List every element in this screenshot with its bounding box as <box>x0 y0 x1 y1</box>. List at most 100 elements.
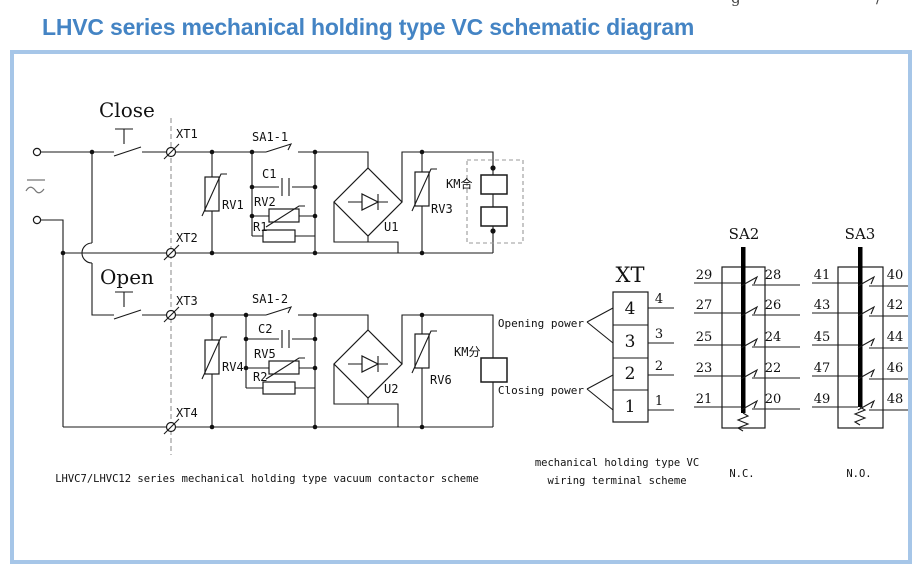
xt2-label: XT2 <box>176 231 198 245</box>
rv3-label: RV3 <box>431 202 453 216</box>
sa2-terminal-number: 22 <box>765 361 782 376</box>
sa2-terminal-number: 21 <box>696 392 713 407</box>
sa3-terminal-number: 40 <box>887 268 904 283</box>
xt-terminal-block: XT 4 3 2 1 4 3 2 1 Opening power Closing… <box>498 263 674 423</box>
closing-power-label: Closing power <box>498 384 584 397</box>
ac-power-source <box>25 147 45 225</box>
varistor-rv6 <box>411 330 437 374</box>
sa2-terminal-number: 26 <box>765 298 782 313</box>
opening-power-label: Opening power <box>498 317 584 330</box>
sa1-2-label: SA1-2 <box>252 292 288 306</box>
resistor-r1 <box>262 229 296 243</box>
sa3-contact-group: SA3 41 40 43 42 45 44 47 46 49 48 N.O. <box>812 225 908 480</box>
sa3-terminal-number: 44 <box>887 330 904 345</box>
sa3-terminal-number: 41 <box>814 268 831 283</box>
varistor-rv2 <box>265 205 305 228</box>
sa2-terminal-number: 24 <box>765 330 782 345</box>
closing-power-fork <box>586 374 614 411</box>
cropped-text-fragment: g <box>731 0 745 9</box>
xt1-label: XT1 <box>176 127 198 141</box>
cropped-text-fragment: / <box>876 0 890 9</box>
ac-source-icon <box>25 179 45 194</box>
input-terminal-bottom <box>32 215 42 225</box>
sa2-terminal-number: 28 <box>765 268 782 283</box>
junction-dots <box>60 149 425 430</box>
xt-stub-label: 1 <box>655 394 663 409</box>
xt-block-title: XT <box>616 263 645 287</box>
sa3-terminal-number: 46 <box>887 361 904 376</box>
terminal-scheme-caption-line1: mechanical holding type VC <box>535 457 699 469</box>
xt-cell: 2 <box>625 364 636 384</box>
close-label: Close <box>99 98 155 122</box>
km-close-coil <box>466 159 524 244</box>
sa2-spring-icon <box>736 412 750 432</box>
diode-icon <box>361 355 380 373</box>
rv6-label: RV6 <box>430 373 452 387</box>
sa3-terminal-number: 49 <box>814 392 831 407</box>
capacitor-c1 <box>281 178 290 196</box>
sa3-rows <box>812 275 908 411</box>
sa3-spring-icon <box>853 406 867 426</box>
sa3-actuator-bar <box>858 247 863 407</box>
xt-cell: 1 <box>625 397 636 417</box>
sa2-caption: N.C. <box>729 468 754 480</box>
xt-stub-label: 2 <box>655 359 663 374</box>
opening-power-fork <box>586 307 614 344</box>
rv4-label: RV4 <box>222 360 244 374</box>
xt-stub-label: 4 <box>655 292 663 307</box>
resistor-r2 <box>262 381 296 395</box>
sa2-actuator-bar <box>741 247 746 413</box>
c2-label: C2 <box>258 322 272 336</box>
sa2-terminal-number: 29 <box>696 268 713 283</box>
open-label: Open <box>100 265 154 289</box>
km-open-label: KM分 <box>454 345 480 359</box>
sa3-terminal-number: 48 <box>887 392 904 407</box>
sa2-terminal-number: 23 <box>696 361 713 376</box>
bridge-rectifier-u2 <box>333 329 403 399</box>
terminal-scheme-caption-line2: wiring terminal scheme <box>547 475 686 487</box>
open-button-switch <box>113 291 142 320</box>
xt-cell: 4 <box>625 299 636 319</box>
sa2-terminal-number: 20 <box>765 392 782 407</box>
u2-label: U2 <box>384 382 398 396</box>
sa2-rows <box>694 275 800 411</box>
r1-label: R1 <box>253 220 267 234</box>
varistor-rv4 <box>201 336 227 380</box>
xt3-label: XT3 <box>176 294 198 308</box>
sa2-title: SA2 <box>729 225 760 243</box>
varistor-rv3 <box>411 168 437 212</box>
xt4-label: XT4 <box>176 406 198 420</box>
sa2-contact-group: SA2 29 28 27 26 25 24 23 22 21 20 N.C. <box>694 225 800 480</box>
sa3-caption: N.O. <box>846 468 871 480</box>
bridge-rectifier-u1 <box>333 167 403 237</box>
xt-terminals <box>163 143 180 435</box>
varistor-rv1 <box>201 173 227 217</box>
c1-label: C1 <box>262 167 276 181</box>
rv2-label: RV2 <box>254 195 276 209</box>
close-button-switch <box>113 128 142 157</box>
sa1-2-switch <box>265 306 293 316</box>
contactor-scheme-caption: LHVC7/LHVC12 series mechanical holding t… <box>55 473 479 485</box>
xt-cell: 3 <box>625 332 636 352</box>
sa1-1-switch <box>265 143 293 153</box>
sa3-title: SA3 <box>845 225 876 243</box>
varistor-rv5 <box>265 357 305 380</box>
input-terminal-top <box>32 147 42 157</box>
sa3-terminal-number: 42 <box>887 298 904 313</box>
capacitor-c2 <box>281 330 290 348</box>
sa2-terminal-number: 25 <box>696 330 713 345</box>
sa2-terminal-number: 27 <box>696 298 713 313</box>
km-close-label: KM合 <box>446 176 472 191</box>
rv1-label: RV1 <box>222 198 244 212</box>
diode-icon <box>361 193 380 211</box>
sa1-1-label: SA1-1 <box>252 130 288 144</box>
sa3-terminal-number: 43 <box>814 298 831 313</box>
r2-label: R2 <box>253 370 267 384</box>
xt-stub-label: 3 <box>655 327 663 342</box>
u1-label: U1 <box>384 220 398 234</box>
km-open-coil <box>480 357 508 383</box>
sa3-terminal-number: 45 <box>814 330 831 345</box>
sa3-terminal-number: 47 <box>814 361 831 376</box>
